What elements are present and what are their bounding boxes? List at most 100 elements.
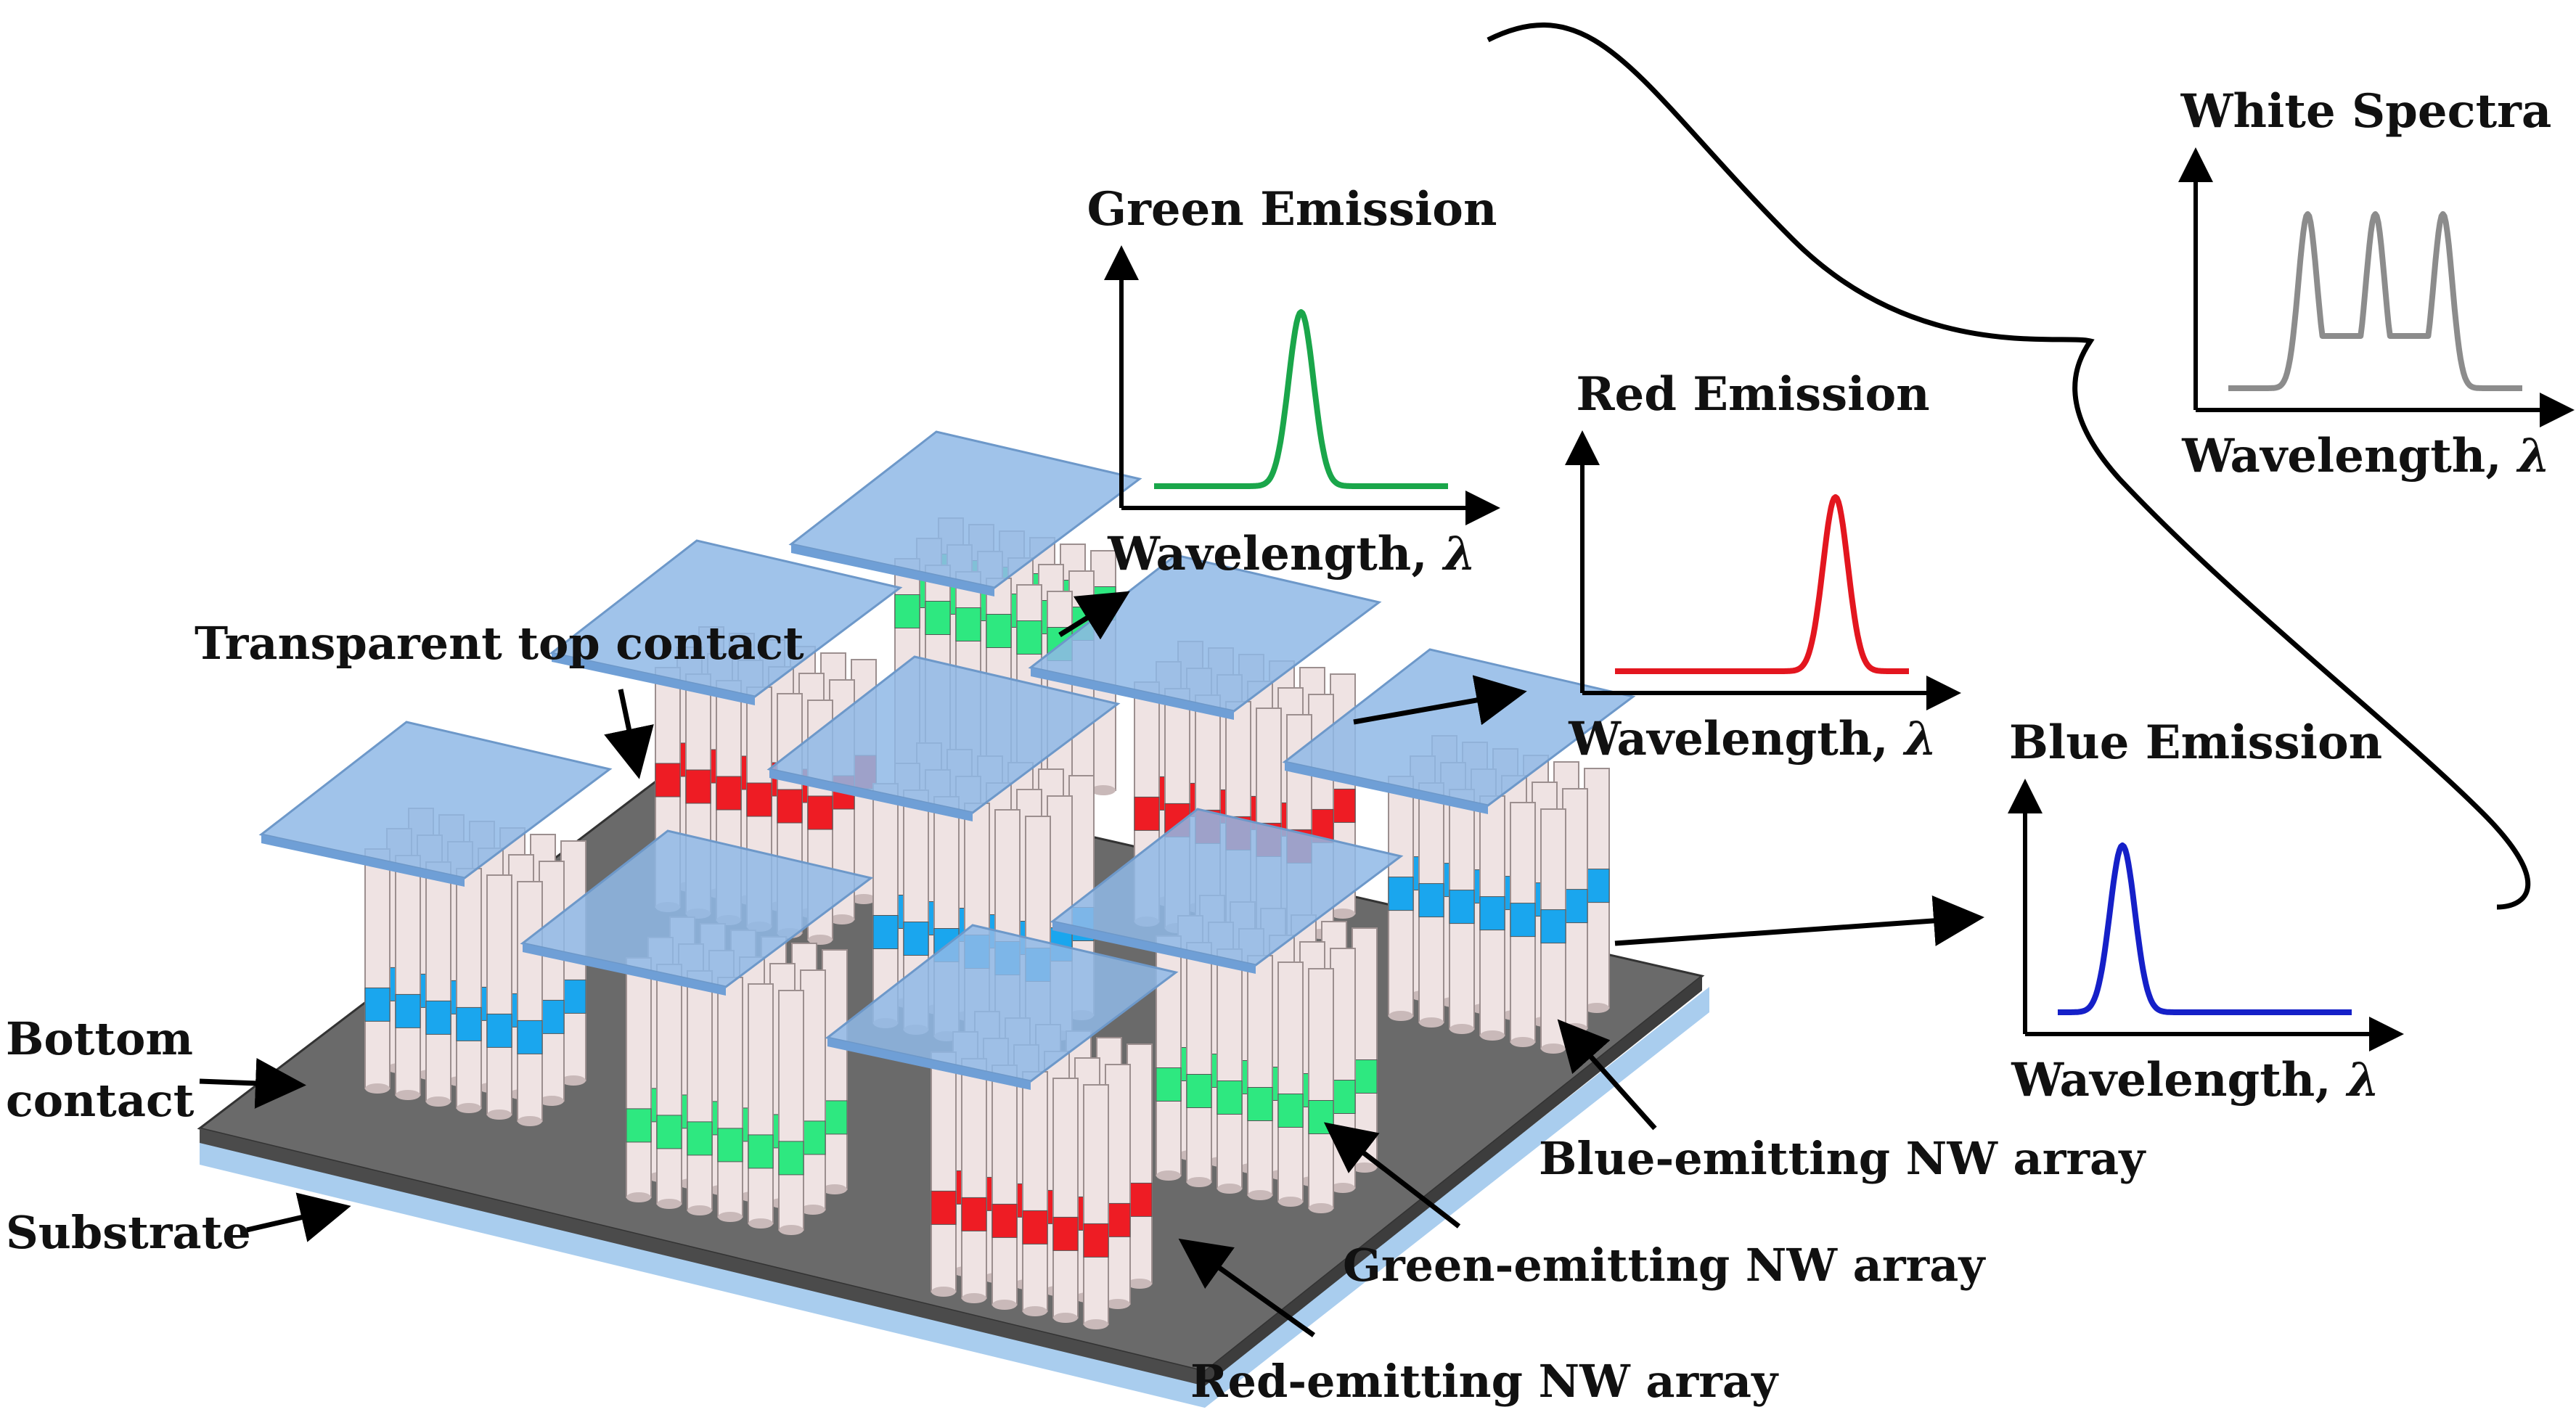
nanowire — [486, 874, 512, 1115]
spectrum-curve-red — [1614, 494, 1910, 674]
emitting-band — [903, 922, 929, 956]
spectrum-title-green: Green Emission — [1087, 182, 1497, 237]
nanowire — [1217, 948, 1243, 1189]
label-top-contact: Transparent top contact — [195, 617, 804, 670]
emitting-band — [1388, 877, 1414, 911]
emitting-band — [685, 769, 711, 804]
array-front-green — [520, 829, 874, 1235]
nanowire-base — [822, 1184, 847, 1194]
emitting-band — [1016, 620, 1042, 655]
emitting-band — [1247, 1087, 1273, 1121]
emitting-band — [655, 763, 681, 797]
emitting-band — [1352, 1059, 1378, 1094]
nanowire — [1247, 955, 1273, 1196]
top-contact-edge — [827, 1038, 1031, 1090]
nanowire-base — [779, 1225, 804, 1235]
emitting-band — [778, 1141, 804, 1176]
nanowire-base — [1156, 1170, 1181, 1181]
transparent-top-contact — [520, 829, 874, 988]
nanowire-base — [657, 1199, 682, 1209]
lambda-symbol: λ — [1902, 712, 1937, 766]
nanowire — [687, 970, 713, 1211]
nanowire-base — [1419, 1017, 1444, 1028]
emitting-band — [1584, 869, 1610, 903]
nanowire-base — [962, 1293, 986, 1303]
nanowire — [395, 855, 421, 1096]
nanowire — [778, 990, 804, 1231]
nanowire — [822, 949, 848, 1190]
nanowire-base — [626, 1192, 651, 1202]
nanowire-base — [808, 935, 833, 945]
arrow-top-contact — [604, 689, 654, 779]
emitting-band — [1127, 1182, 1153, 1217]
nanowire-base — [1510, 1037, 1535, 1047]
spectrum-xlabel-white: Wavelength, λ — [2181, 429, 2551, 483]
nanowire-base — [992, 1300, 1017, 1310]
nanowire-base — [931, 1287, 956, 1297]
nanowire — [656, 964, 682, 1205]
nanowire-base — [830, 914, 854, 924]
emitting-band — [1022, 1210, 1048, 1244]
emitting-band — [1134, 796, 1160, 831]
array-farright-blue — [1282, 648, 1636, 1054]
spectrum-xlabel-blue: Wavelength, λ — [2011, 1053, 2380, 1107]
emitting-band — [800, 1120, 826, 1155]
emitting-band — [1156, 1067, 1182, 1102]
nanowire — [991, 1065, 1018, 1305]
nanowire — [1330, 948, 1356, 1189]
emitting-band — [955, 607, 981, 641]
nanowire-base — [487, 1110, 512, 1120]
emitting-band — [931, 1190, 957, 1225]
top-contact-edge — [769, 769, 973, 821]
nanowire-base — [1449, 1024, 1474, 1034]
emitting-band — [986, 614, 1012, 648]
nanowire-base — [1217, 1184, 1242, 1194]
transparent-top-contact — [258, 721, 613, 879]
nanowire — [931, 1051, 957, 1292]
nanowire — [1186, 942, 1212, 1183]
nanowire-base — [518, 1116, 542, 1126]
emitting-band — [1540, 909, 1566, 944]
emitting-band — [1052, 1216, 1079, 1251]
emitting-band — [777, 789, 803, 824]
emitting-band — [1479, 896, 1505, 931]
nanowire — [517, 881, 543, 1122]
nanowire — [425, 861, 451, 1102]
nanowire-base — [1278, 1197, 1303, 1207]
nanowire — [364, 848, 391, 1089]
nanowire — [539, 861, 565, 1102]
label-red-array: Red-emitting NW array — [1190, 1355, 1779, 1408]
arrow-to-green-spectrum — [1058, 591, 1130, 640]
lambda-symbol: λ — [1442, 527, 1476, 581]
substrate-base — [200, 987, 1709, 1408]
top-contact-edge — [1285, 762, 1488, 814]
arrow-to-blue-spectrum — [1614, 895, 1984, 946]
array-front-red — [825, 924, 1179, 1329]
nanowire — [872, 783, 899, 1024]
nanowire-base — [1091, 785, 1116, 795]
nanowire — [800, 969, 826, 1210]
nanowire — [748, 983, 774, 1224]
nanowire-base — [1053, 1313, 1078, 1323]
nanowire-base — [1248, 1190, 1272, 1200]
emitting-band — [626, 1108, 652, 1143]
nanowire-base — [1023, 1306, 1047, 1316]
nanowire-base — [1127, 1279, 1152, 1289]
nanowire-base — [1352, 1162, 1377, 1173]
nanowire-base — [457, 1103, 481, 1113]
nanowire — [961, 1058, 987, 1299]
emitting-band — [425, 1000, 451, 1035]
nanowire-base — [561, 1075, 586, 1086]
spectrum-xlabel-green: Wavelength, λ — [1107, 527, 1476, 581]
top-contact-edge — [261, 834, 465, 887]
spectrum-title-red: Red Emission — [1576, 367, 1929, 422]
emitting-band — [1308, 1100, 1334, 1134]
top-contact-edge — [791, 544, 994, 596]
emitting-band — [1217, 1080, 1243, 1115]
nanowire-base — [851, 894, 876, 904]
emitting-band — [560, 979, 586, 1014]
nanowire-base — [365, 1083, 390, 1094]
arrow-blue-array — [1557, 1019, 1657, 1131]
